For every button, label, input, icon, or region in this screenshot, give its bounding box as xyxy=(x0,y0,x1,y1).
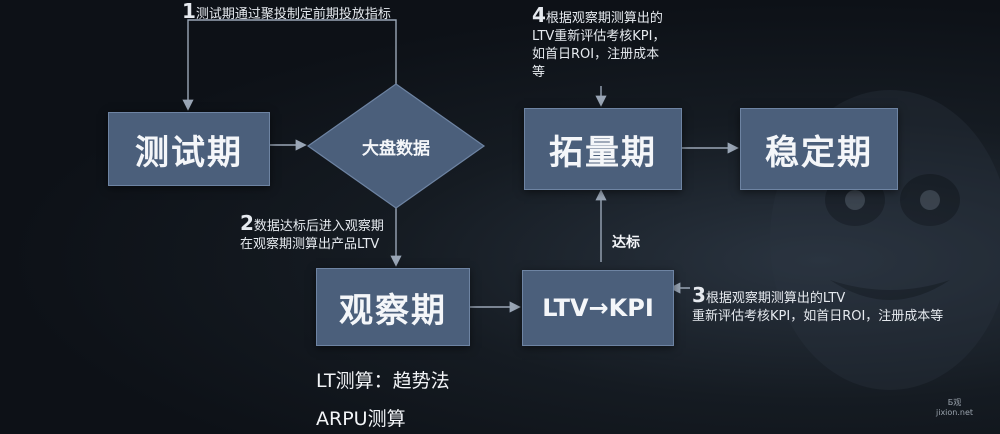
node-observe: 观察期 xyxy=(316,268,470,346)
node-observe-label: 观察期 xyxy=(339,290,447,331)
note-3-line2: 重新评估考核KPI，如首日ROI，注册成本等 xyxy=(692,309,944,324)
note-3-number: 3 xyxy=(692,283,706,307)
bigdata-diamond xyxy=(306,83,486,209)
note-2-line1: 数据达标后进入观察期 xyxy=(253,219,384,234)
watermark: Б观 jixion.net xyxy=(936,398,973,418)
node-test: 测试期 xyxy=(108,112,270,186)
watermark-line1: Б观 xyxy=(947,398,962,407)
note-4-line1: 根据观察期测算出的 xyxy=(545,11,663,26)
node-ltv-kpi: LTV→KPI xyxy=(522,270,674,346)
note-1-text: 测试期通过聚投制定前期投放指标 xyxy=(195,7,391,22)
node-expand-label: 拓量期 xyxy=(549,132,657,173)
node-ltv-kpi-label: LTV→KPI xyxy=(542,294,654,322)
note-3: 3根据观察期测算出的LTV 重新评估考核KPI，如首日ROI，注册成本等 xyxy=(692,283,944,326)
note-1: 1测试期通过聚投制定前期投放指标 xyxy=(182,0,391,24)
note-4-number: 4 xyxy=(532,3,546,27)
node-stable-label: 稳定期 xyxy=(765,132,873,173)
edge-label-reach: 达标 xyxy=(612,235,640,251)
note-3-line1: 根据观察期测算出的LTV xyxy=(705,291,846,306)
note-2-line2: 在观察期测算出产品LTV xyxy=(240,237,380,252)
node-test-label: 测试期 xyxy=(135,132,243,173)
note-4: 4根据观察期测算出的 LTV重新评估考核KPI， 如首日ROI，注册成本 等 xyxy=(532,3,666,82)
method-lt: LT测算：趋势法 xyxy=(316,370,450,392)
note-4-line3: 如首日ROI，注册成本 xyxy=(532,47,660,62)
loop-arrow xyxy=(182,19,397,111)
note-4-line2: LTV重新评估考核KPI， xyxy=(532,29,666,44)
node-expand: 拓量期 xyxy=(524,108,682,190)
note-2: 2数据达标后进入观察期 在观察期测算出产品LTV xyxy=(240,211,384,254)
note-4-line4: 等 xyxy=(532,65,546,80)
note-2-number: 2 xyxy=(240,211,254,235)
method-arpu: ARPU测算 xyxy=(316,408,406,430)
note-1-number: 1 xyxy=(182,0,196,23)
watermark-line2: jixion.net xyxy=(936,408,974,417)
node-bigdata-label: 大盘数据 xyxy=(362,139,430,159)
node-stable: 稳定期 xyxy=(740,108,898,190)
